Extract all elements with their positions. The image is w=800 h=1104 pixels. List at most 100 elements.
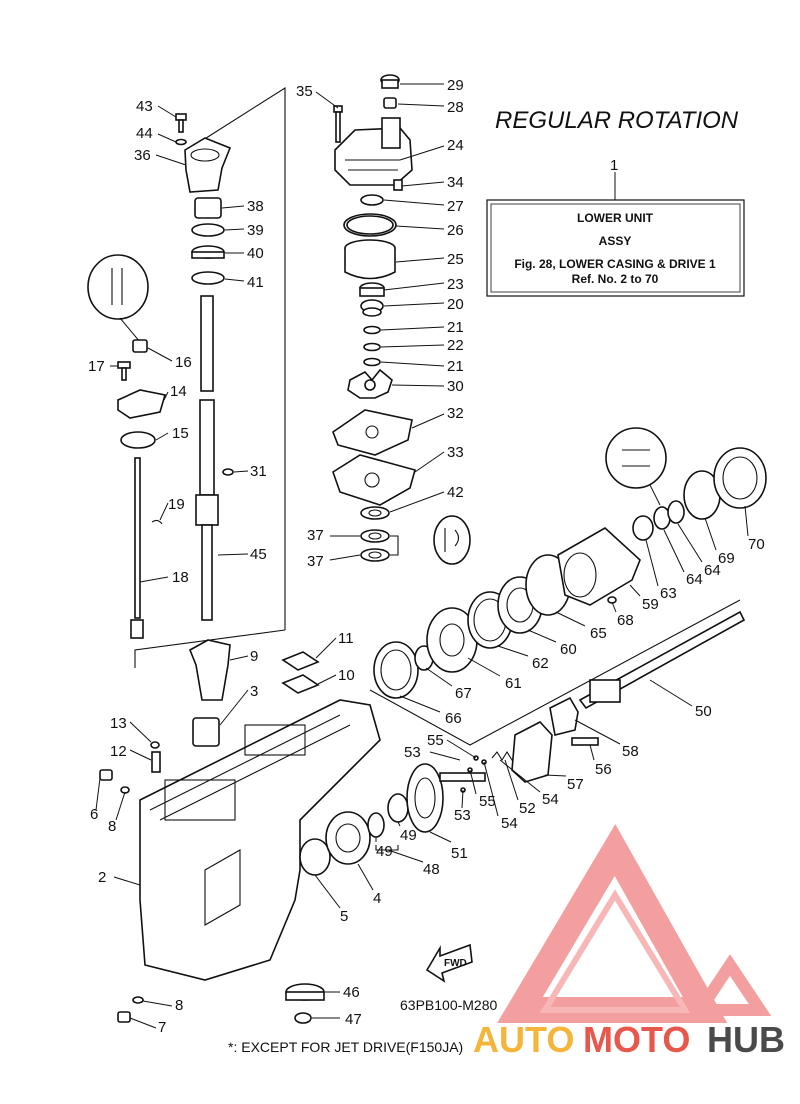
callout-leader-30 [391, 384, 445, 387]
callout-leader-23 [383, 282, 445, 291]
callout-label-53b: 53 [454, 807, 471, 824]
callout-label-36: 36 [134, 147, 151, 164]
callout-label-17: 17 [88, 358, 105, 375]
callout-leader-42 [389, 491, 445, 513]
callout-label-67: 67 [455, 685, 472, 702]
callout-label-62: 62 [532, 655, 549, 672]
callout-label-7: 7 [158, 1019, 166, 1036]
callout-label-55b: 55 [479, 793, 496, 810]
callout-label-16: 16 [175, 354, 192, 371]
callout-label-25: 25 [447, 251, 464, 268]
callout-leader-58 [574, 719, 621, 745]
callout-leader-49b [397, 821, 401, 827]
callout-leader-61 [467, 657, 501, 677]
callout-leader-18 [139, 576, 169, 583]
callout-leader-55b [469, 769, 477, 795]
watermark-part1: AUTO [473, 1019, 574, 1060]
callout-leader-54a [483, 761, 499, 817]
callout-leader-25 [395, 257, 445, 263]
shift-rod-parts [87, 254, 167, 639]
callout-label-28: 28 [447, 99, 464, 116]
callout-label-22: 22 [447, 337, 464, 354]
callout-leader-38 [221, 205, 245, 209]
callout-label-20: 20 [447, 296, 464, 313]
callout-leader-15 [155, 432, 169, 441]
callout-label-68: 68 [617, 612, 634, 629]
callout-label-8a: 8 [108, 818, 116, 835]
callout-leader-28 [397, 103, 445, 107]
callout-leader-66 [399, 695, 441, 713]
callout-label-34: 34 [447, 174, 464, 191]
callout-label-30: 30 [447, 378, 464, 395]
callout-leader-4 [357, 863, 374, 891]
callout-leader-51 [429, 831, 452, 843]
callout-leader-68 [611, 601, 617, 613]
callout-leader-63 [645, 539, 659, 587]
callout-label-45: 45 [250, 546, 267, 563]
callout-label-8b: 8 [175, 997, 183, 1014]
watermark-logo [497, 824, 772, 1023]
callout-label-44: 44 [136, 125, 153, 142]
callout-label-2: 2 [98, 869, 106, 886]
callout-label-26: 26 [447, 222, 464, 239]
callout-label-53a: 53 [404, 744, 421, 761]
callout-leader-60 [527, 629, 557, 643]
callout-label-14: 14 [170, 383, 187, 400]
callout-leader-41 [224, 278, 245, 282]
assembly-frame-lines [134, 86, 741, 746]
diagram-code: 63PB100-M280 [400, 997, 498, 1013]
callout-leader-24 [399, 145, 445, 161]
callout-label-11: 11 [338, 630, 354, 647]
callout-label-70: 70 [748, 536, 765, 553]
callout-leader-67 [425, 667, 453, 687]
callout-leader-20 [383, 302, 445, 307]
callout-label-49a: 49 [376, 843, 393, 860]
info-box: 1 LOWER UNIT ASSY Fig. 28, LOWER CASING … [486, 157, 745, 297]
callout-layer: 2928243427262523202122213032334237373543… [88, 77, 765, 1036]
callout-label-15: 15 [172, 425, 189, 442]
callout-label-35: 35 [296, 83, 313, 100]
callout-leader-13 [129, 721, 152, 743]
callout-leader-34 [401, 181, 445, 187]
fwd-label: FWD [444, 958, 467, 969]
callout-leader-8a [115, 791, 126, 821]
watermark-part2: MOTO [583, 1019, 690, 1060]
callout-leader-14 [163, 391, 169, 401]
callout-label-39: 39 [247, 222, 264, 239]
callout-label-66: 66 [445, 710, 462, 727]
callout-label-27: 27 [447, 198, 464, 215]
callout-leader-22 [380, 344, 445, 348]
callout-label-5: 5 [340, 908, 348, 925]
callout-leader-56 [589, 744, 595, 761]
callout-label-4: 4 [373, 890, 381, 907]
callout-label-60: 60 [560, 641, 577, 658]
callout-leader-53a [429, 751, 461, 761]
callout-leader-44 [157, 133, 177, 143]
callout-leader-65 [555, 611, 586, 627]
callout-leader-11 [315, 637, 337, 659]
callout-label-69: 69 [718, 550, 735, 567]
callout-label-64b: 64 [704, 562, 721, 579]
callout-label-41: 41 [247, 274, 264, 291]
callout-label-59: 59 [642, 596, 659, 613]
callout-leader-37b [329, 554, 361, 561]
callout-label-61: 61 [505, 675, 522, 692]
callout-leader-48 [387, 849, 424, 863]
callout-label-55a: 55 [427, 732, 444, 749]
callout-label-65: 65 [590, 625, 607, 642]
callout-leader-64a [663, 529, 685, 573]
callout-leader-21a [380, 326, 445, 331]
watermark-part3: HUB [707, 1019, 785, 1060]
footnote: *: EXCEPT FOR JET DRIVE(F150JA) [228, 1039, 463, 1055]
callout-label-58: 58 [622, 743, 639, 760]
callout-label-10: 10 [338, 667, 355, 684]
callout-leader-7 [129, 1017, 157, 1029]
callout-label-13: 13 [110, 715, 127, 732]
callout-leader-50 [649, 679, 693, 707]
callout-leader-43 [157, 105, 177, 118]
callout-leader-33 [414, 451, 445, 473]
callout-label-33: 33 [447, 444, 464, 461]
info-line1: LOWER UNIT [577, 211, 654, 225]
callout-leader-59 [629, 584, 641, 597]
